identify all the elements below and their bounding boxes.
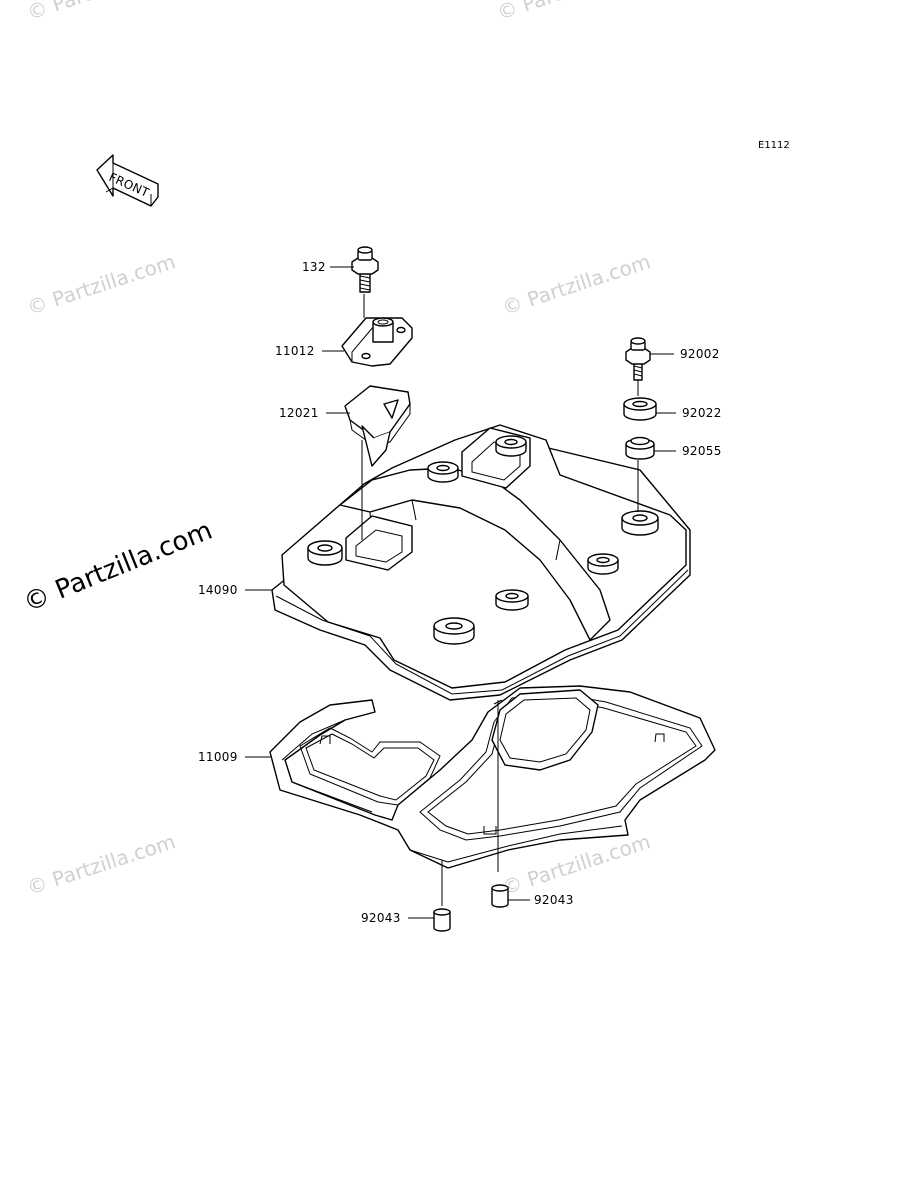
washer-92022 — [623, 397, 657, 421]
part-label-92002: 92002 — [680, 347, 720, 361]
boss — [621, 510, 659, 536]
watermark: © Partzilla.com — [494, 0, 648, 25]
pin-92043-left — [433, 908, 451, 932]
watermark: © Partzilla.com — [24, 0, 178, 25]
part-label-92043-left: 92043 — [361, 911, 401, 925]
bolt-132 — [351, 246, 379, 293]
part-label-11012: 11012 — [275, 344, 315, 358]
leader-lines — [245, 266, 676, 919]
alignment-lines — [361, 294, 639, 906]
grommet-92055 — [625, 436, 655, 460]
part-label-92022: 92022 — [682, 406, 722, 420]
boss — [307, 540, 343, 566]
plate-12021 — [344, 385, 411, 467]
cover-11012 — [341, 317, 413, 367]
watermark: © Partzilla.com — [499, 249, 653, 320]
boss — [495, 589, 529, 611]
watermark-dark: © Partzilla.com — [19, 516, 216, 619]
gasket-11009 — [269, 685, 716, 869]
part-label-14090: 14090 — [198, 583, 238, 597]
bolt-92002 — [625, 337, 651, 381]
boss — [495, 435, 527, 457]
part-label-92043-right: 92043 — [534, 893, 574, 907]
part-label-11009: 11009 — [198, 750, 238, 764]
diagram-code: E1112 — [758, 140, 790, 151]
boss — [433, 617, 475, 645]
boss — [427, 461, 459, 483]
part-label-132: 132 — [302, 260, 326, 274]
front-arrow-icon: FRONT — [96, 154, 159, 207]
watermark: © Partzilla.com — [24, 249, 178, 320]
part-label-12021: 12021 — [279, 406, 319, 420]
watermark: © Partzilla.com — [24, 829, 178, 900]
head-cover-14090 — [271, 424, 691, 701]
boss — [587, 553, 619, 575]
pin-92043-right — [491, 884, 509, 908]
part-labels: 132 11012 12021 14090 11009 92002 92022 … — [198, 260, 722, 925]
part-label-92055: 92055 — [682, 444, 722, 458]
